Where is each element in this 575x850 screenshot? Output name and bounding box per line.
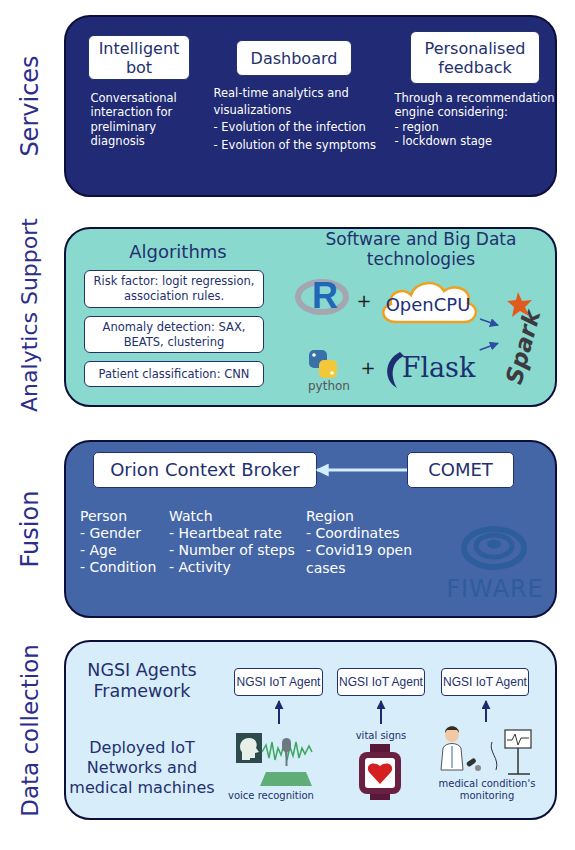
- voice-icon-base: [260, 772, 312, 786]
- watch-strap: [370, 792, 390, 800]
- python-logo-blue: [309, 350, 327, 368]
- node-body: - region: [395, 120, 555, 135]
- node-title: NGSI IoT Agent: [443, 675, 527, 689]
- leader-arrow: [278, 701, 280, 724]
- node-content: Anomaly detection: SAX, BEATS, clusterin…: [85, 317, 263, 352]
- monitor-cable: [491, 742, 497, 770]
- broker-box: COMET: [407, 452, 514, 488]
- node-title: Dashboard: [251, 49, 338, 68]
- microphone-stand: [286, 752, 288, 766]
- flask-swirl: [387, 352, 404, 388]
- monitor-trace: [507, 734, 529, 745]
- microphone: [282, 738, 291, 752]
- doctor-stethoscope: [451, 746, 453, 768]
- node-body: Through a recommendation engine consider…: [395, 91, 563, 120]
- watch-body: [359, 752, 401, 794]
- node-title: Patient classification: CNN: [99, 367, 250, 382]
- layer-band: ServicesConversational interaction for p…: [64, 15, 557, 197]
- node-title: Anomaly detection: SAX, BEATS, clusterin…: [88, 320, 260, 350]
- node-title: Data collection: [17, 610, 44, 850]
- node-body: Conversational interaction for prelimina…: [91, 91, 199, 149]
- fiware-ring: [476, 535, 512, 557]
- node-content: COMET: [408, 453, 513, 487]
- algorithm-box: Patient classification: CNN: [84, 361, 264, 387]
- voice-icon-panel: [236, 733, 262, 763]
- service-box: Real-time analytics and visualizations- …: [236, 40, 352, 76]
- node-title: Analytics Support: [17, 195, 43, 435]
- node-content: Personalised feedback: [411, 32, 539, 83]
- algorithm-box: Risk factor: logit regression, associati…: [84, 270, 264, 308]
- python-logo-eye: [312, 353, 316, 357]
- pill: [475, 765, 481, 771]
- node-title: Orion Context Broker: [110, 459, 300, 481]
- connector-arrow: [480, 319, 498, 325]
- node-content: Intelligent bot: [89, 36, 189, 79]
- node-content: NGSI IoT Agent: [235, 669, 322, 695]
- node-content: Patient classification: CNN: [85, 362, 263, 386]
- spark-star: [507, 292, 532, 317]
- node-content: Flask: [382, 350, 480, 386]
- monitor-screen: [505, 730, 531, 748]
- agent-box: NGSI IoT Agent: [337, 668, 425, 696]
- node-content: Orion Context Broker: [94, 453, 316, 487]
- node-title: Risk factor: logit regression, associati…: [88, 274, 260, 304]
- layer-band: Data collectionNGSI IoT AgentNGSI IoT Ag…: [64, 640, 557, 820]
- node-content: OpenCPU: [376, 276, 480, 326]
- node-title: Flask: [402, 353, 476, 383]
- node-title: NGSI IoT Agent: [339, 675, 423, 689]
- flask-logo: Flask: [382, 350, 480, 386]
- watch-strap: [370, 744, 390, 754]
- python-logo-yellow: [319, 360, 337, 378]
- node-content: NGSI IoT Agent: [442, 669, 528, 695]
- leader-arrow: [380, 701, 382, 724]
- broker-box: Orion Context Broker: [93, 452, 317, 488]
- doctor-coat: [441, 744, 463, 771]
- doctor-hair: [445, 726, 459, 733]
- watch-face: [365, 758, 395, 788]
- layer-band: Analytics SupportRisk factor: logit regr…: [64, 227, 557, 407]
- node-title: Fusion: [16, 409, 44, 649]
- leader-arrow: [485, 701, 487, 722]
- node-body: - Evolution of the symptoms: [214, 137, 394, 154]
- node-title: OpenCPU: [386, 295, 471, 315]
- node-body: Real-time analytics and visualizations: [214, 85, 374, 119]
- node-body: - Evolution of the infection: [214, 119, 394, 136]
- voice-icon-head: [240, 738, 259, 760]
- spark-logo: Spark: [498, 288, 548, 380]
- monitor-pole: [517, 748, 519, 774]
- voice-waveform: [262, 742, 312, 760]
- monitor-base: [508, 773, 530, 775]
- node-content: Dashboard: [237, 41, 351, 75]
- layer-band: FusionOrion Context BrokerCOMET: [64, 440, 557, 618]
- node-title: Personalised feedback: [414, 39, 536, 77]
- node-body: - lockdown stage: [395, 134, 555, 149]
- algorithm-box: Anomaly detection: SAX, BEATS, clusterin…: [84, 316, 264, 353]
- agent-box: NGSI IoT Agent: [441, 668, 529, 696]
- connector-arrow: [480, 343, 498, 350]
- node-title: NGSI IoT Agent: [237, 675, 321, 689]
- fiware-core: [487, 540, 501, 549]
- pill: [466, 757, 477, 767]
- heart-symbol: [368, 764, 392, 784]
- node-title: COMET: [428, 459, 493, 481]
- service-box: Conversational interaction for prelimina…: [88, 35, 190, 80]
- opencpu-cloud: OpenCPU: [376, 276, 480, 326]
- cloud-shape: [383, 283, 476, 322]
- node-title: Intelligent bot: [92, 39, 186, 77]
- service-box: Through a recommendation engine consider…: [410, 31, 540, 84]
- doctor-head: [445, 728, 459, 742]
- r-logo-ring: [298, 282, 346, 312]
- node-title: Services: [16, 0, 44, 226]
- node-title: Spark: [500, 305, 546, 389]
- python-logo-eye: [330, 371, 334, 375]
- fiware-ring: [464, 529, 524, 567]
- node-content: Risk factor: logit regression, associati…: [85, 271, 263, 307]
- node-content: NGSI IoT Agent: [338, 669, 424, 695]
- agent-box: NGSI IoT Agent: [234, 668, 323, 696]
- connector-arrow: [317, 469, 407, 472]
